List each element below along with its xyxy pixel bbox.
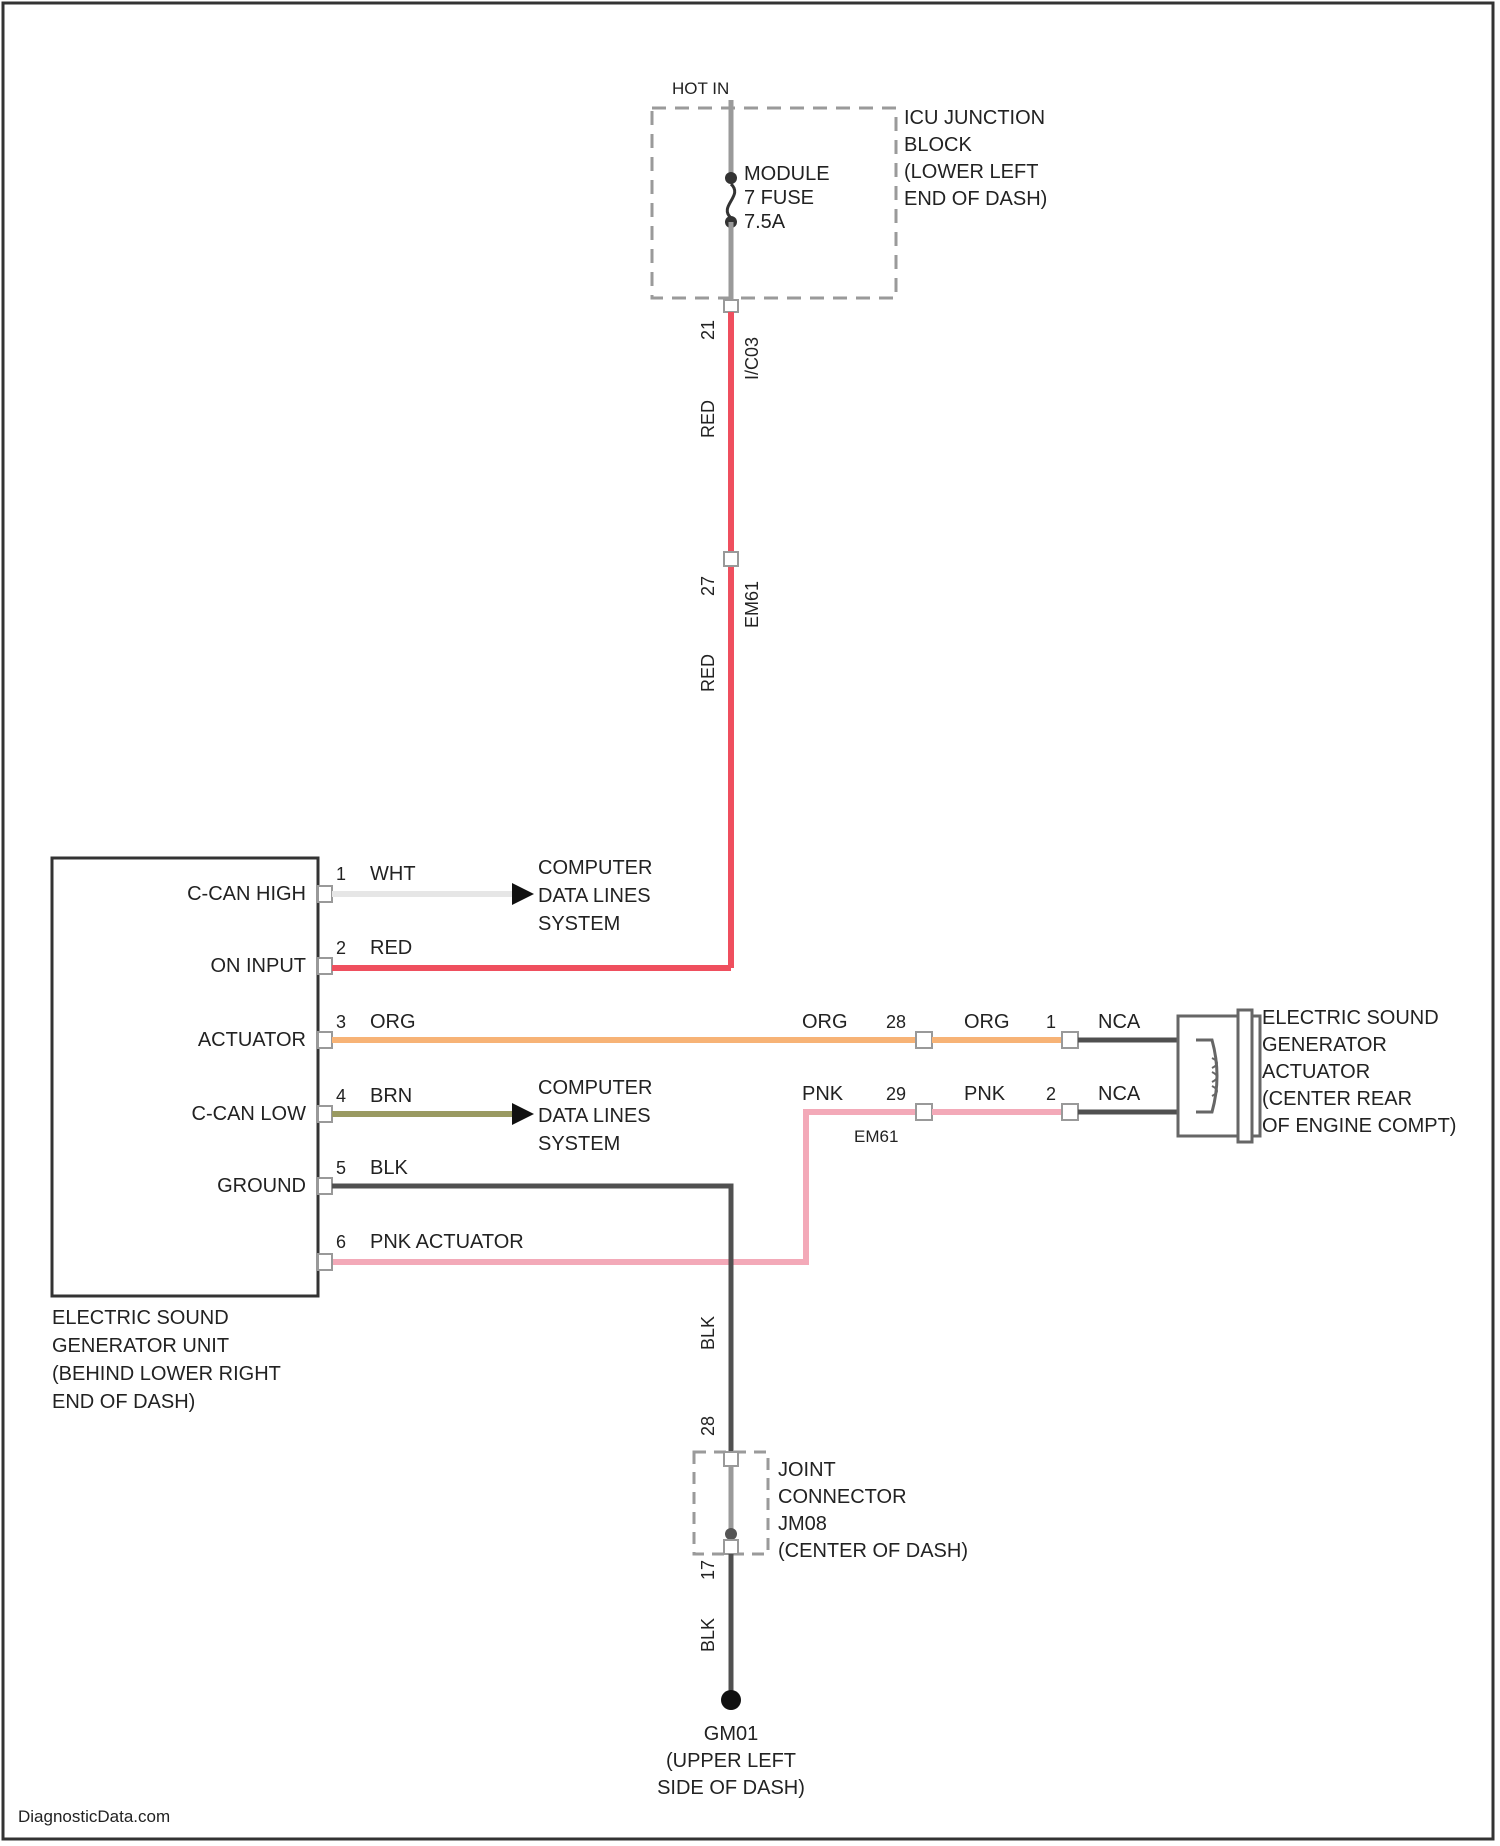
ground-point-icon: [721, 1690, 741, 1710]
unit-pin6-terminal: [318, 1254, 332, 1270]
nca-label-1: NCA: [1098, 1011, 1141, 1033]
fuse-label-1: MODULE: [744, 163, 830, 185]
joint-pin-top: 28: [698, 1416, 718, 1436]
actuator-title-5: OF ENGINE COMPT): [1262, 1115, 1456, 1137]
unit-pin2-color: RED: [370, 937, 412, 959]
em61-pink-terminal: [916, 1104, 932, 1120]
unit-pin1-terminal: [318, 886, 332, 902]
org-right-color: ORG: [964, 1011, 1010, 1033]
unit-pin4-name: C-CAN LOW: [192, 1103, 307, 1125]
fuse-terminal-top: [725, 172, 737, 184]
unit-pin6-number: 6: [336, 1232, 346, 1252]
blk-wire-lower-color: BLK: [698, 1618, 718, 1652]
pnk-right-color: PNK: [964, 1083, 1006, 1105]
unit-pin3-name: ACTUATOR: [198, 1029, 306, 1051]
actuator-title-2: GENERATOR: [1262, 1034, 1387, 1056]
fuse-label-3: 7.5A: [744, 211, 786, 233]
unit-pin2-name: ON INPUT: [210, 955, 306, 977]
joint-terminal-bottom: [724, 1540, 738, 1554]
unit-pin4-terminal: [318, 1106, 332, 1122]
actuator-flange: [1238, 1010, 1252, 1142]
unit-pin3-terminal: [318, 1032, 332, 1048]
unit-pin3-number: 3: [336, 1012, 346, 1032]
red-splice-pin: 27: [698, 576, 718, 596]
unit-pin4-number: 4: [336, 1086, 346, 1106]
joint-splice-dot: [725, 1528, 737, 1540]
red-splice-connector: EM61: [742, 581, 762, 628]
fuse-label-2: 7 FUSE: [744, 187, 814, 209]
icu-pin-number: 21: [698, 320, 718, 340]
joint-label-1: JOINT: [778, 1459, 836, 1481]
actuator-title-3: ACTUATOR: [1262, 1061, 1370, 1083]
unit-pin2-number: 2: [336, 938, 346, 958]
data-lines-top-1: COMPUTER: [538, 857, 652, 879]
data-lines-top-3: SYSTEM: [538, 913, 620, 935]
unit-pin5-terminal: [318, 1178, 332, 1194]
unit-pin2-terminal: [318, 958, 332, 974]
joint-pin-bottom: 17: [698, 1560, 718, 1580]
org-splice-pin: 28: [886, 1012, 906, 1032]
data-lines-bottom-2: DATA LINES: [538, 1105, 651, 1127]
unit-pin1-number: 1: [336, 864, 346, 884]
red-wire-upper-color: RED: [698, 400, 718, 438]
actuator-pin1-number: 1: [1046, 1012, 1056, 1032]
unit-pin4-color: BRN: [370, 1085, 412, 1107]
ground-label-2: (UPPER LEFT: [666, 1750, 796, 1772]
unit-pin6-color: PNK ACTUATOR: [370, 1231, 524, 1253]
actuator-pin2-terminal: [1062, 1104, 1078, 1120]
em61-splice-terminal: [724, 552, 738, 566]
em61-orange-terminal: [916, 1032, 932, 1048]
watermark: DiagnosticData.com: [18, 1807, 170, 1826]
unit-pin3-color: ORG: [370, 1011, 416, 1033]
data-lines-bottom-3: SYSTEM: [538, 1133, 620, 1155]
red-wire-lower-color: RED: [698, 654, 718, 692]
icu-connector-id: I/C03: [742, 337, 762, 380]
unit-pin5-color: BLK: [370, 1157, 408, 1179]
unit-pin5-number: 5: [336, 1158, 346, 1178]
sound-generator-unit-box: [52, 858, 318, 1296]
nca-label-2: NCA: [1098, 1083, 1141, 1105]
unit-title-2: GENERATOR UNIT: [52, 1335, 229, 1357]
pnk-splice-pin: 29: [886, 1084, 906, 1104]
org-left-color: ORG: [802, 1011, 848, 1033]
actuator-title-4: (CENTER REAR: [1262, 1088, 1412, 1110]
blk-wire-upper-color: BLK: [698, 1316, 718, 1350]
actuator-pin1-terminal: [1062, 1032, 1078, 1048]
data-lines-top-2: DATA LINES: [538, 885, 651, 907]
icu-title-4: END OF DASH): [904, 188, 1047, 210]
joint-label-4: (CENTER OF DASH): [778, 1540, 968, 1562]
icu-title-1: ICU JUNCTION: [904, 107, 1045, 129]
unit-pin1-color: WHT: [370, 863, 416, 885]
unit-title-3: (BEHIND LOWER RIGHT: [52, 1363, 281, 1385]
unit-title-1: ELECTRIC SOUND: [52, 1307, 229, 1329]
actuator-title-1: ELECTRIC SOUND: [1262, 1007, 1439, 1029]
ground-label-3: SIDE OF DASH): [657, 1777, 805, 1799]
unit-pin5-name: GROUND: [217, 1175, 306, 1197]
ground-label-1: GM01: [704, 1723, 758, 1745]
data-lines-bottom-1: COMPUTER: [538, 1077, 652, 1099]
unit-pin1-name: C-CAN HIGH: [187, 883, 306, 905]
hot-in-label: HOT IN: [672, 79, 729, 98]
pnk-left-color: PNK: [802, 1083, 844, 1105]
joint-label-2: CONNECTOR: [778, 1486, 907, 1508]
actuator-pin2-number: 2: [1046, 1084, 1056, 1104]
unit-title-4: END OF DASH): [52, 1391, 195, 1413]
joint-label-3: JM08: [778, 1513, 827, 1535]
icu-title-3: (LOWER LEFT: [904, 161, 1038, 183]
em61-connector-label: EM61: [854, 1127, 898, 1146]
icu-connector-terminal: [724, 300, 738, 312]
joint-terminal-top: [724, 1452, 738, 1466]
icu-title-2: BLOCK: [904, 134, 972, 156]
